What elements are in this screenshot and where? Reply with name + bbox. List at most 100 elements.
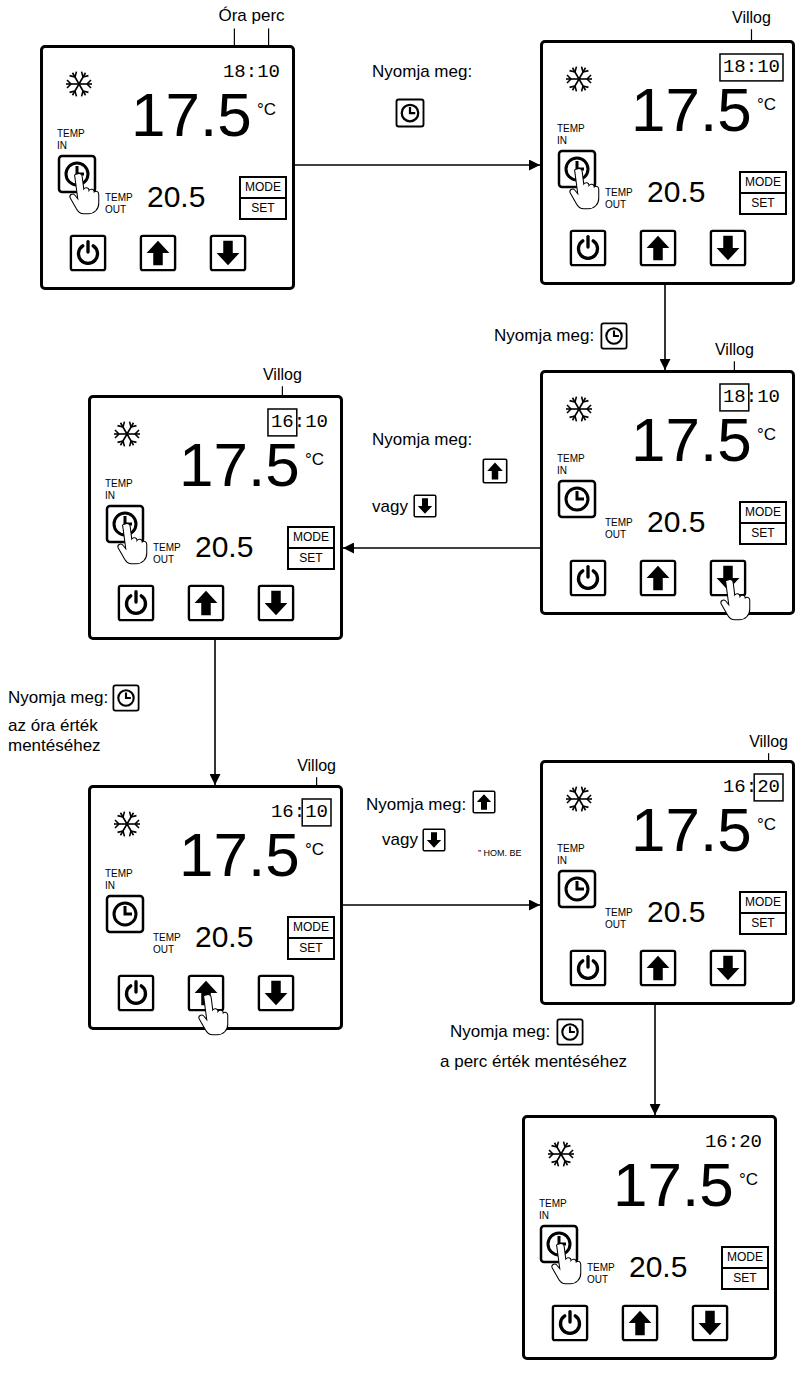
snowflake-icon <box>114 811 140 838</box>
clock-display: 18:10 <box>723 57 780 78</box>
blink-note: Villog <box>732 8 771 27</box>
instruction-text: Nyomja meg: <box>494 326 594 346</box>
down-key <box>693 1306 727 1340</box>
instruction-text: a perc érték mentéséhez <box>440 1052 645 1072</box>
outside-temperature: 20.5 <box>195 922 253 952</box>
clock-key-icon <box>601 323 626 348</box>
hour-digits: 18 <box>723 57 746 78</box>
instruction-text: Nyomja meg: <box>8 688 108 708</box>
instruction-text: Nyomja meg: <box>372 62 472 82</box>
blink-note: Villog <box>715 340 754 359</box>
up-key <box>641 231 675 265</box>
minute-digits: 10 <box>757 57 780 78</box>
clock-key <box>559 871 595 907</box>
temp-in-label: TEMP IN <box>557 453 597 476</box>
power-key <box>571 561 605 595</box>
flow-arrow <box>295 164 540 166</box>
clock-display: 16:10 <box>271 412 328 433</box>
blink-frame <box>754 774 783 801</box>
time-colon: : <box>746 777 757 798</box>
thermostat-screen: 18:10TEMP IN17.5°CTEMP OUT20.5MODESET <box>540 370 795 615</box>
clock-display: 16:10 <box>271 802 328 823</box>
hour-digits: 16 <box>723 777 746 798</box>
snowflake-icon <box>566 786 592 813</box>
hour-digits: 16 <box>271 412 294 433</box>
power-key <box>571 231 605 265</box>
key-label: MODE <box>241 178 285 199</box>
outside-temperature: 20.5 <box>647 507 705 537</box>
blink-note: Villog <box>297 756 336 775</box>
instruction-text: az óra érték mentéséhez <box>8 716 178 757</box>
minute-digits: 10 <box>305 802 328 823</box>
minute-digits: 10 <box>757 387 780 408</box>
key-label: MODE <box>289 528 333 549</box>
up-key <box>189 586 223 620</box>
power-key <box>71 236 105 270</box>
unit-label: °C <box>305 840 324 860</box>
mode-set-key: MODESET <box>739 171 787 215</box>
key-label: SET <box>723 1269 767 1288</box>
key-label: SET <box>741 914 785 933</box>
unit-label: °C <box>757 815 776 835</box>
outside-temperature: 20.5 <box>195 532 253 562</box>
pointing-hand <box>199 994 228 1034</box>
flow-arrow <box>343 547 540 549</box>
time-colon: : <box>246 62 257 83</box>
flow-arrow <box>343 904 540 906</box>
key-label: SET <box>741 194 785 213</box>
blink-note: Villog <box>263 365 302 384</box>
pointing-hand <box>721 579 750 619</box>
inside-temperature: 17.5 <box>631 79 752 141</box>
key-label: MODE <box>289 918 333 939</box>
inside-temperature: 17.5 <box>179 824 300 886</box>
clock-key <box>107 896 143 932</box>
minute-digits: 20 <box>739 1132 762 1153</box>
up-key <box>641 561 675 595</box>
blink-frame <box>302 799 331 826</box>
down-key <box>259 586 293 620</box>
temp-out-label: TEMP OUT <box>153 542 193 565</box>
flow-arrow <box>214 640 216 785</box>
up-key-icon <box>473 791 495 813</box>
mode-set-key: MODESET <box>739 891 787 935</box>
instruction-text: vagy <box>372 497 408 517</box>
thermostat-screen: 18:10TEMP IN17.5°CTEMP OUT20.5MODESET <box>540 40 795 285</box>
time-colon: : <box>728 1132 739 1153</box>
inside-temperature: 17.5 <box>179 434 300 496</box>
snowflake-icon <box>566 396 592 423</box>
instruction-text: vagy <box>382 830 418 850</box>
mode-set-key: MODESET <box>287 916 335 960</box>
clock-display: 16:20 <box>705 1132 762 1153</box>
key-label: MODE <box>741 173 785 194</box>
instruction-text: Nyomja meg: <box>366 795 466 815</box>
outside-temperature: 20.5 <box>629 1252 687 1282</box>
temp-in-label: TEMP IN <box>557 843 597 866</box>
mode-set-key: MODESET <box>239 176 287 220</box>
pointing-hand <box>570 168 599 208</box>
unit-label: °C <box>257 100 276 120</box>
key-label: SET <box>289 549 333 568</box>
power-key <box>119 976 153 1010</box>
instruction-text: Nyomja meg: <box>450 1022 550 1042</box>
inside-temperature: 17.5 <box>613 1154 734 1216</box>
flow-arrow <box>654 1005 656 1115</box>
snowflake-icon <box>566 66 592 93</box>
time-colon: : <box>746 57 757 78</box>
thermostat-screen: 16:20TEMP IN17.5°CTEMP OUT20.5MODESET <box>540 760 795 1005</box>
unit-label: °C <box>757 95 776 115</box>
temp-in-label: TEMP IN <box>557 123 597 146</box>
down-key <box>259 976 293 1010</box>
instruction-text: Nyomja meg: <box>372 430 472 450</box>
mode-set-key: MODESET <box>721 1246 769 1290</box>
temp-in-label: TEMP IN <box>105 868 145 891</box>
temp-out-label: TEMP OUT <box>605 187 645 210</box>
up-key-icon <box>483 459 506 482</box>
mode-set-key: MODESET <box>739 501 787 545</box>
outside-temperature: 20.5 <box>147 182 205 212</box>
snowflake-icon <box>548 1141 574 1168</box>
down-key <box>711 951 745 985</box>
temp-out-label: TEMP OUT <box>605 517 645 540</box>
minute-digits: 10 <box>257 62 280 83</box>
temp-out-label: TEMP OUT <box>587 1262 627 1285</box>
key-label: SET <box>289 939 333 958</box>
